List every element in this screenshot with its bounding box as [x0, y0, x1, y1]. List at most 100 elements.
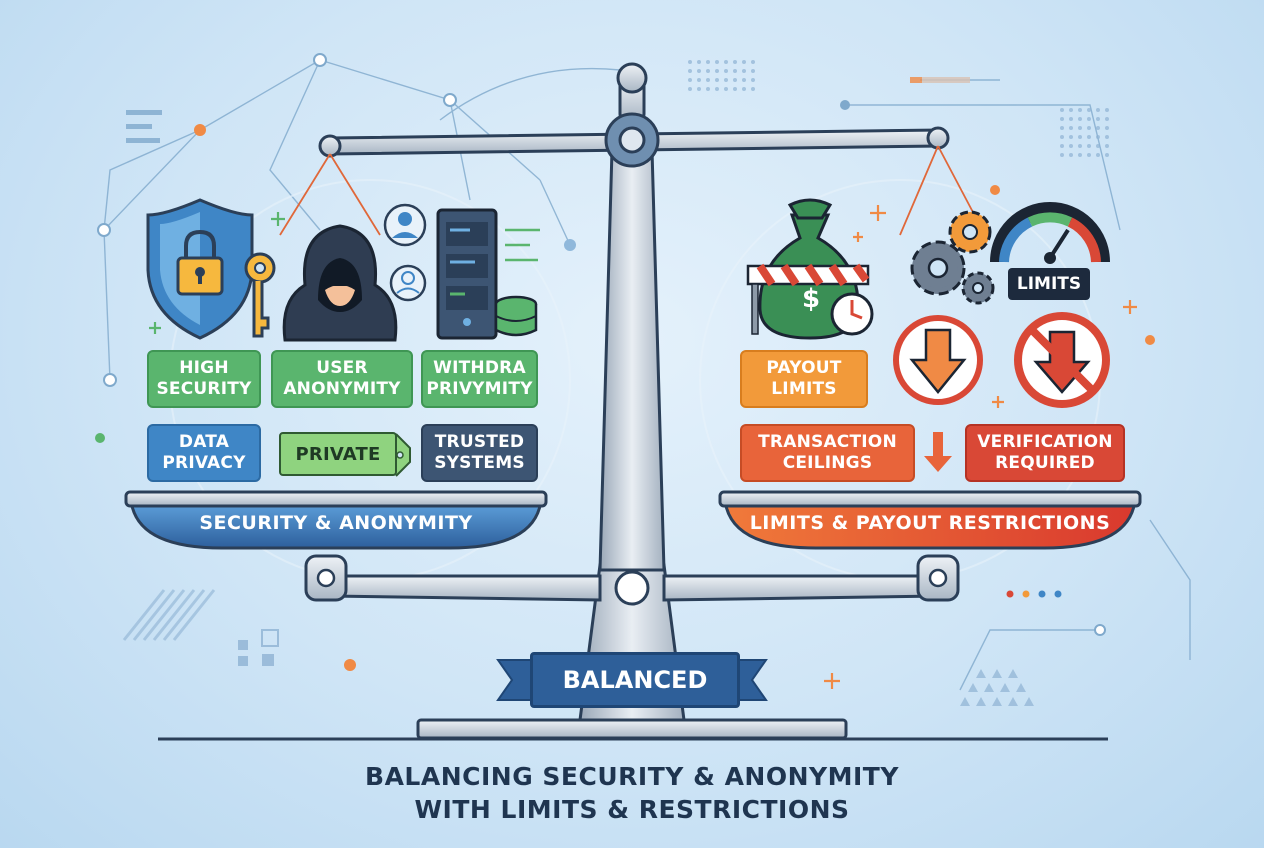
grid-dot	[724, 78, 728, 82]
balanced-badge: BALANCED	[530, 652, 740, 708]
grid-dot	[742, 60, 746, 64]
clock-icon	[830, 292, 874, 336]
grid-dot	[715, 87, 719, 91]
grid-dot	[697, 60, 701, 64]
grid-dot	[1105, 153, 1109, 157]
network-nodes	[95, 53, 1155, 671]
triangle-mark	[984, 683, 994, 692]
data-privacy-label: DATA PRIVACY	[147, 424, 261, 482]
triangle-mark	[992, 697, 1002, 706]
payout-limits-label: PAYOUT LIMITS	[740, 350, 868, 408]
grid-dot	[688, 78, 692, 82]
triangle-mark	[992, 669, 1002, 678]
triangle-mark	[960, 697, 970, 706]
grid-dot	[1060, 108, 1064, 112]
grid-dot	[1105, 135, 1109, 139]
grid-dot	[1060, 117, 1064, 121]
grid-dot	[1087, 117, 1091, 121]
grid-dot	[1105, 144, 1109, 148]
grid-dot	[1096, 135, 1100, 139]
grid-dot	[1087, 126, 1091, 130]
transaction-ceilings-label: TRANSACTION CEILINGS	[740, 424, 915, 482]
grid-dot	[733, 87, 737, 91]
grid-dot	[1078, 117, 1082, 121]
grid-dot	[715, 60, 719, 64]
triangle-mark	[1008, 669, 1018, 678]
grid-dot	[1060, 144, 1064, 148]
triangle-mark	[1016, 683, 1026, 692]
grid-dot	[1096, 117, 1100, 121]
down-arrow-icon	[893, 315, 983, 405]
grid-dot	[1069, 144, 1073, 148]
grid-dot	[742, 69, 746, 73]
grid-dot	[1105, 126, 1109, 130]
trusted-systems-label: TRUSTED SYSTEMS	[421, 424, 538, 482]
grid-dot	[1105, 117, 1109, 121]
grid-dot	[1069, 135, 1073, 139]
grid-dot	[706, 60, 710, 64]
grid-dot	[688, 69, 692, 73]
user-icon	[383, 203, 427, 302]
grid-dot	[1087, 108, 1091, 112]
hatch-pattern	[122, 589, 216, 641]
grid-dot	[1087, 144, 1091, 148]
hacker-icon	[282, 224, 398, 342]
left-pan	[130, 504, 542, 550]
triangle-mark	[1024, 697, 1034, 706]
grid-dot	[733, 69, 737, 73]
gauge-icon	[990, 202, 1110, 264]
triangle-mark	[976, 697, 986, 706]
grid-dot	[751, 87, 755, 91]
barrier-icon	[746, 263, 870, 335]
grid-dot	[742, 87, 746, 91]
grid-dot	[742, 78, 746, 82]
grid-dot	[724, 60, 728, 64]
right-pan-label: LIMITS & PAYOUT RESTRICTIONS	[749, 512, 1111, 534]
grid-dot	[1069, 108, 1073, 112]
gear-icon	[910, 210, 995, 305]
grid-dot	[1078, 126, 1082, 130]
database-icon	[494, 295, 538, 337]
shield-lock-icon	[146, 198, 254, 340]
triangle-mark	[1000, 683, 1010, 692]
grid-dot	[724, 69, 728, 73]
grid-dot	[1105, 108, 1109, 112]
triangle-pattern	[960, 669, 1034, 706]
key-icon	[244, 252, 276, 338]
no-arrow-icon	[1014, 312, 1110, 408]
square-decor	[238, 629, 279, 666]
grid-dot	[751, 60, 755, 64]
grid-dot	[1096, 126, 1100, 130]
verification-required-label: VERIFICATION REQUIRED	[965, 424, 1125, 482]
grid-dot	[733, 78, 737, 82]
grid-dot	[697, 69, 701, 73]
grid-dot	[715, 78, 719, 82]
decor-bars	[126, 77, 970, 143]
grid-dot	[706, 87, 710, 91]
grid-dot	[1060, 153, 1064, 157]
grid-dot	[1069, 117, 1073, 121]
grid-dot	[697, 78, 701, 82]
grid-dot	[733, 60, 737, 64]
grid-dot	[1060, 126, 1064, 130]
grid-dot	[706, 78, 710, 82]
server-icon	[436, 208, 540, 340]
grid-dot	[688, 87, 692, 91]
grid-dot	[706, 69, 710, 73]
grid-dot	[697, 87, 701, 91]
small-down-arrow-icon	[924, 432, 952, 472]
grid-dot	[1060, 135, 1064, 139]
scale-pillar	[598, 148, 666, 572]
dot-grid	[688, 60, 1109, 157]
grid-dot	[1069, 126, 1073, 130]
triangle-mark	[976, 669, 986, 678]
dollar-sign: $	[801, 284, 821, 314]
grid-dot	[1069, 153, 1073, 157]
grid-dot	[1078, 144, 1082, 148]
grid-dot	[1087, 153, 1091, 157]
private-tag-label: PRIVATE	[279, 432, 397, 476]
left-pan-label: SECURITY & ANONYMITY	[199, 512, 473, 534]
withdra-privymity-label: WITHDRA PRIVYMITY	[421, 350, 538, 408]
